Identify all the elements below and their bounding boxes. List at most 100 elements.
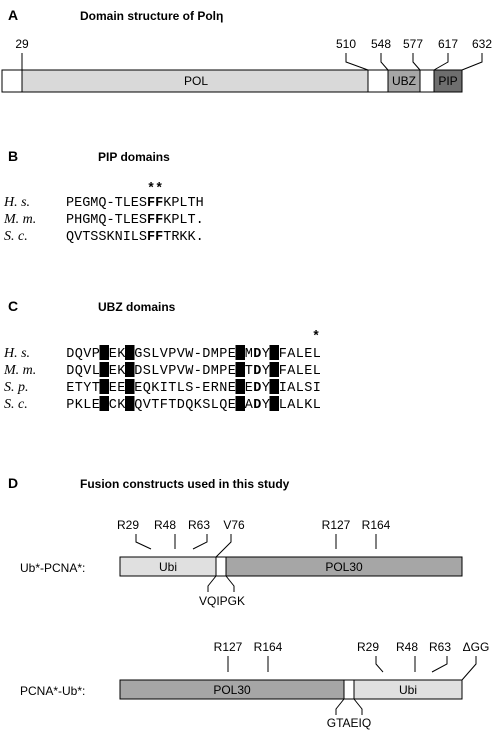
pip-alignment: H. s. PEGMQ-TLESFFKPLTH M. m. PHGMQ-TLES…	[3, 195, 204, 245]
residue-char: V	[177, 347, 186, 362]
residue-char: Y	[262, 364, 270, 379]
pip-sequence: PHGMQ-TLESFFKPLT.	[66, 213, 204, 228]
construct-pcna-ub: PCNA*-Ub*: POL30 Ubi R127 R164 R29 R48 R…	[20, 640, 489, 730]
ubz-conservation-marker: *	[312, 330, 320, 345]
conserved-residue-highlight	[235, 362, 245, 377]
residue-char: P	[219, 347, 227, 362]
residue-char: E	[134, 381, 142, 396]
conserved-residue-highlight	[235, 396, 245, 411]
residue-char: S	[202, 398, 210, 413]
residue-char: F	[279, 347, 287, 362]
residue-char: Y	[83, 381, 91, 396]
linker-sequence: GTAEIQ	[327, 716, 371, 730]
residue-char: C	[126, 347, 134, 362]
residue-char: V	[83, 364, 92, 379]
residue-char: E	[228, 347, 236, 362]
residue-char: D	[253, 364, 261, 379]
residue-char: E	[66, 381, 74, 396]
residue-char: E	[109, 381, 117, 396]
species-label: S. c.	[4, 397, 28, 412]
pol-eta-domain-bar: POL UBZ PIP	[1, 69, 463, 93]
conserved-residue-highlight	[269, 345, 279, 360]
residue-char: F	[279, 364, 287, 379]
residue-char: Y	[262, 347, 270, 362]
residue-char: V	[160, 364, 169, 379]
conserved-residue-highlight	[99, 396, 109, 411]
residue-char: M	[245, 347, 253, 362]
construct-ub-pcna: Ub*-PCNA*: Ubi POL30 R29 R48 R63 V76 R12…	[20, 518, 463, 608]
residue-char: -	[194, 347, 202, 362]
residue-char: C	[100, 364, 108, 379]
construct-name: PCNA*-Ub*:	[20, 684, 85, 698]
residue-char: S	[304, 381, 312, 396]
residue-char: E	[202, 381, 210, 396]
residue-label: V76	[223, 518, 245, 532]
panel-a-title: Domain structure of Polη	[80, 9, 223, 23]
residue-char: A	[287, 364, 296, 379]
residue-char: N	[219, 381, 227, 396]
residue-char: P	[168, 347, 176, 362]
residue-char: E	[109, 364, 117, 379]
conserved-residue-highlight	[235, 379, 245, 394]
panel-b-title: PIP domains	[98, 150, 170, 164]
linker-sequence: VQIPGK	[199, 594, 245, 608]
residue-char: D	[202, 364, 210, 379]
panel-a-letter: A	[8, 7, 18, 23]
construct-segment-linker	[343, 679, 355, 700]
residue-char: D	[253, 398, 261, 413]
position-ticks	[21, 53, 483, 71]
residue-char: -	[194, 381, 202, 396]
construct-name: Ub*-PCNA*:	[20, 561, 85, 575]
domain-segment-pip	[433, 69, 463, 93]
residue-char: P	[92, 347, 100, 362]
residue-char: E	[228, 364, 236, 379]
residue-char: E	[109, 347, 117, 362]
residue-char: C	[126, 381, 134, 396]
conserved-residue-highlight	[125, 362, 135, 377]
residue-char: E	[228, 398, 236, 413]
residue-char: H	[236, 398, 244, 413]
residue-char: M	[211, 347, 219, 362]
residue-char: L	[177, 381, 185, 396]
residue-char: E	[304, 347, 312, 362]
panel-d-title: Fusion constructs used in this study	[80, 477, 290, 491]
residue-char: L	[296, 364, 304, 379]
residue-char: L	[83, 398, 91, 413]
panel-d-letter: D	[8, 475, 18, 491]
residue-char: Q	[143, 381, 151, 396]
residue-char: P	[168, 364, 176, 379]
residue-label: R63	[188, 518, 210, 532]
residue-char: H	[270, 347, 278, 362]
conserved-residue-highlight	[125, 379, 135, 394]
conserved-residue-highlight	[269, 379, 279, 394]
residue-char: E	[92, 398, 100, 413]
conserved-residue-highlight	[235, 345, 245, 360]
panel-b-letter: B	[8, 148, 18, 164]
species-label: M. m.	[3, 363, 36, 378]
residue-char: L	[296, 398, 304, 413]
residue-char: H	[236, 347, 244, 362]
conserved-residue-highlight	[99, 362, 109, 377]
residue-char: Q	[185, 398, 193, 413]
residue-char: K	[304, 398, 313, 413]
residue-char: L	[296, 347, 304, 362]
residue-char: A	[287, 398, 296, 413]
residue-char: T	[245, 364, 253, 379]
residue-char: Y	[262, 381, 270, 396]
segment-label-pol30: POL30	[325, 560, 363, 574]
residue-char: L	[313, 364, 321, 379]
residue-char: V	[83, 347, 92, 362]
residue-char: C	[100, 347, 108, 362]
residue-char: P	[219, 364, 227, 379]
conserved-residue-highlight	[99, 345, 109, 360]
residue-char: T	[168, 398, 176, 413]
residue-char: L	[313, 347, 321, 362]
residue-char: E	[117, 381, 125, 396]
pip-sequence: PEGMQ-TLESFFKPLTH	[66, 196, 204, 211]
residue-char: S	[185, 381, 193, 396]
residue-char: E	[245, 381, 253, 396]
